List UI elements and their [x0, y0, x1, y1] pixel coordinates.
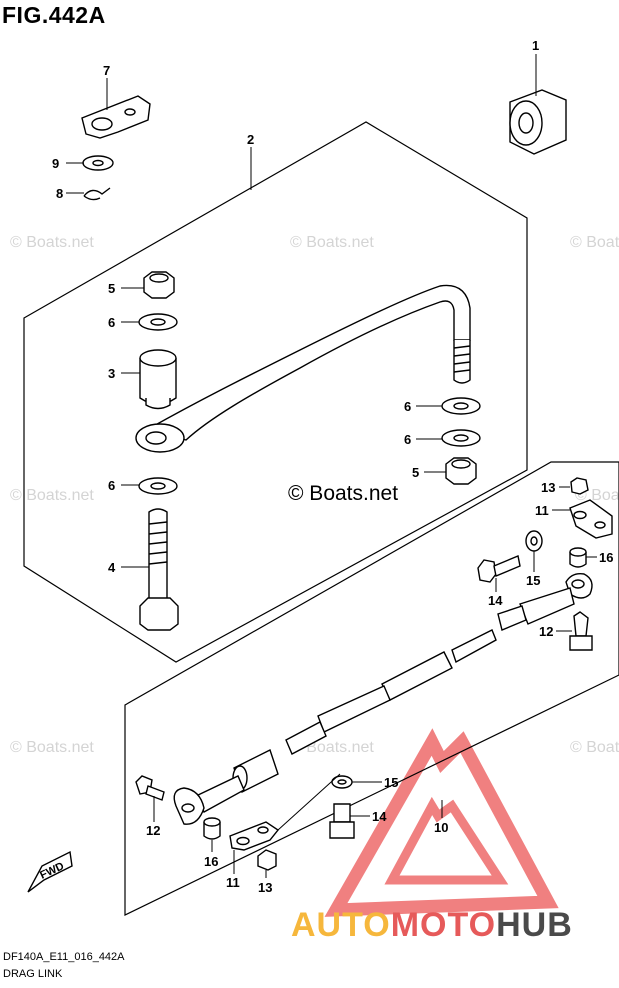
callout-4: 4	[108, 560, 116, 575]
callout-11: 11	[535, 503, 549, 518]
callout-12: 12	[146, 823, 160, 838]
callout-6: 6	[108, 478, 115, 493]
washer-part-15	[525, 530, 543, 552]
copyright-text: © Boats.net	[288, 482, 398, 505]
brand-part-1: AUTO	[291, 906, 391, 944]
callout-11: 11	[226, 875, 240, 890]
collar-part-3	[139, 349, 177, 410]
callout-7: 7	[103, 63, 110, 78]
leader-lines	[66, 54, 597, 878]
bolt-part-4	[139, 508, 179, 631]
rod-end-part-12	[497, 572, 593, 631]
callout-16: 16	[599, 550, 613, 565]
callouts: 1 2 7 9 8 5 6 3 6 6 5 6 4 13 11 16 15 14…	[52, 38, 613, 895]
figure-title: FIG.442A	[2, 2, 106, 28]
bolt-part-14	[477, 555, 521, 583]
callout-6: 6	[404, 432, 411, 447]
callout-6: 6	[108, 315, 115, 330]
bracket-part-7	[81, 95, 151, 139]
brand-part-2: MOTO	[390, 906, 497, 944]
drag-link-rod-part-2	[135, 284, 471, 453]
callout-14: 14	[372, 809, 387, 824]
cable-part-10	[173, 629, 497, 825]
callout-10: 10	[434, 820, 448, 835]
bushing-part-1	[509, 89, 567, 155]
callout-6: 6	[404, 399, 411, 414]
nut-part-13	[257, 849, 277, 871]
callout-1: 1	[532, 38, 539, 53]
bolt-part-12	[569, 611, 593, 651]
bolt-part-14	[329, 803, 355, 839]
callout-9: 9	[52, 156, 59, 171]
washer-part-9	[82, 155, 114, 171]
fwd-arrow-icon: FWD	[27, 850, 73, 893]
nut-part-13	[570, 477, 589, 495]
callout-13: 13	[541, 480, 555, 495]
spacer-part-16	[569, 547, 587, 568]
bracket-part-11	[229, 821, 280, 851]
washer-part-6	[441, 429, 481, 447]
cotter-pin-part-8	[83, 187, 111, 201]
lower-assembly-box	[124, 461, 619, 916]
watermark: © Boats.net	[10, 487, 94, 504]
watermark: © Boats.net	[10, 739, 94, 756]
figure-code: DF140A_E11_016_442A	[3, 951, 125, 963]
callout-15: 15	[384, 775, 398, 790]
nut-part-5	[143, 271, 175, 299]
callout-12: 12	[539, 624, 553, 639]
fwd-label: FWD	[38, 860, 66, 881]
figure-name: DRAG LINK	[3, 968, 63, 980]
upper-assembly-box	[23, 121, 528, 663]
watermark: © Boats.net	[10, 234, 94, 251]
watermarks: © Boats.net © Boats.net © Boats.net © Bo…	[10, 234, 619, 756]
automotohub-logo-mark	[324, 728, 559, 917]
washer-part-6	[138, 477, 178, 495]
watermark: © Boats.net	[290, 234, 374, 251]
washer-part-6	[138, 313, 178, 331]
callout-5: 5	[108, 281, 115, 296]
spacer-part-16	[203, 817, 221, 840]
washer-part-6	[441, 397, 481, 415]
callout-15: 15	[526, 573, 540, 588]
watermark: © Boats.net	[570, 739, 619, 756]
callout-2: 2	[247, 132, 254, 147]
callout-3: 3	[108, 366, 115, 381]
callout-14: 14	[488, 593, 503, 608]
callout-8: 8	[56, 186, 63, 201]
brand-part-3: HUB	[496, 906, 573, 944]
callout-13: 13	[258, 880, 272, 895]
bracket-part-11	[569, 499, 613, 539]
bolt-part-12	[135, 775, 165, 801]
watermark: © Boats.net	[570, 234, 619, 251]
nut-part-5	[445, 457, 477, 485]
callout-5: 5	[412, 465, 419, 480]
automotohub-brand: AUTOMOTOHUB	[291, 906, 573, 945]
washer-part-15	[331, 775, 353, 789]
callout-16: 16	[204, 854, 218, 869]
